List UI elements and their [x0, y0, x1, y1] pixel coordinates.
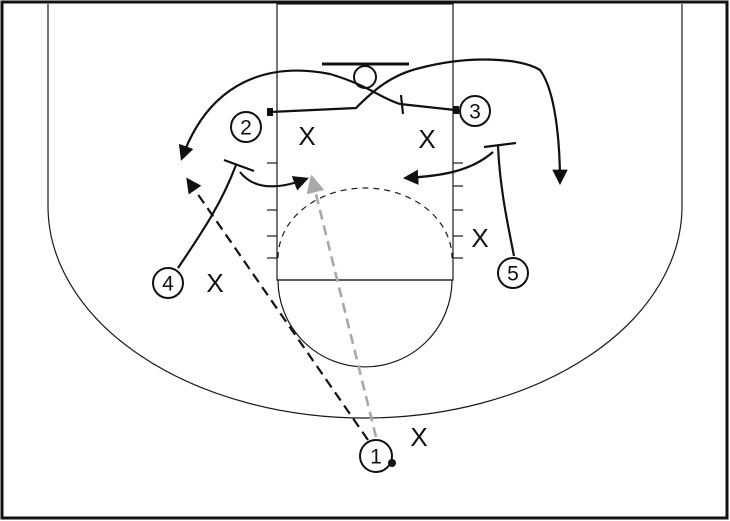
player-3: 3: [459, 95, 491, 127]
defender-x5: X: [471, 223, 488, 253]
pass-line-to-wing: [186, 177, 369, 441]
player-1: 1: [359, 439, 396, 473]
svg-text:2: 2: [240, 117, 252, 140]
ball-icon: [388, 459, 396, 467]
svg-text:5: 5: [507, 263, 519, 286]
svg-text:3: 3: [469, 101, 481, 124]
player-5: 5: [497, 257, 529, 289]
svg-text:1: 1: [370, 446, 382, 469]
free-throw-circle-solid: [277, 279, 453, 368]
player-2-cut: [267, 58, 568, 186]
free-throw-circle-dashed: [277, 187, 453, 259]
player-5-screen-cut: [402, 141, 517, 257]
defender-x1: X: [410, 422, 427, 452]
player-3-cut: [178, 69, 459, 161]
defender-x3: X: [418, 124, 435, 154]
pass-line-to-lane: [306, 174, 378, 438]
player-4-screen-cut: [177, 158, 309, 269]
player-2: 2: [230, 111, 262, 143]
three-point-line: [47, 4, 683, 419]
player-4: 4: [152, 267, 184, 299]
defender-x4: X: [206, 268, 223, 298]
defender-x2: X: [298, 121, 315, 151]
lane-hash-marks: [267, 162, 463, 259]
svg-text:4: 4: [162, 273, 174, 296]
